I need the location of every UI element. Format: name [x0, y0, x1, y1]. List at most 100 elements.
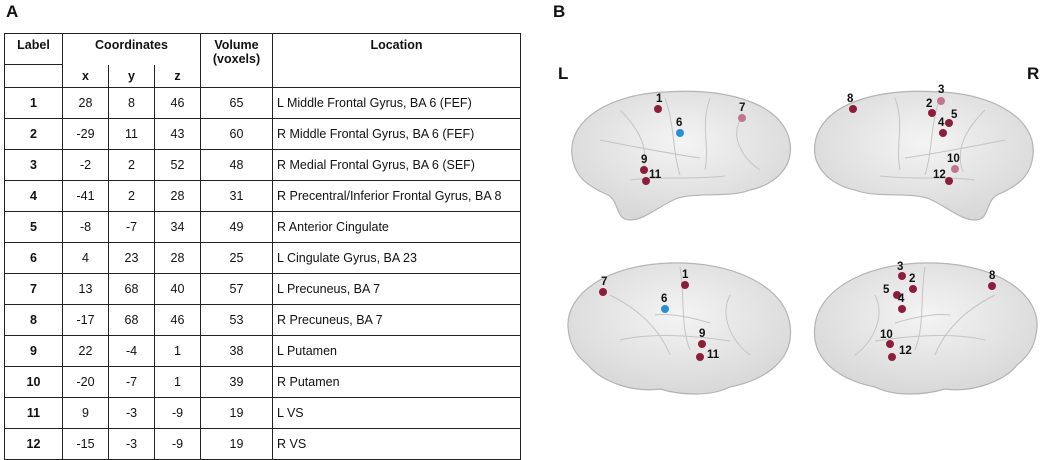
svg-text:5: 5: [951, 109, 958, 121]
cell-location: R Putamen: [272, 366, 521, 398]
brain-left-medial-view: 7 1 6 9 11: [567, 262, 792, 395]
svg-text:10: 10: [880, 329, 893, 341]
roi-marker-9: 9: [640, 154, 648, 174]
cell-z: 28: [154, 242, 201, 274]
cell-x: -15: [62, 428, 109, 460]
roi-marker-2: 2: [926, 98, 936, 117]
svg-text:9: 9: [699, 328, 705, 340]
cell-z: 28: [154, 180, 201, 212]
brain-surface: [814, 90, 1034, 221]
roi-marker-6: 6: [661, 293, 669, 313]
roi-marker-1: 1: [654, 93, 663, 113]
cell-x: -17: [62, 304, 109, 336]
cell-x: 13: [62, 273, 109, 305]
brain-left-lateral-view: 1 6 7 9 11: [571, 90, 791, 221]
roi-marker-5: 5: [945, 109, 958, 127]
cell-volume: 65: [200, 87, 273, 119]
cell-z: 1: [154, 335, 201, 367]
cell-volume: 25: [200, 242, 273, 274]
cell-location: R Anterior Cingulate: [272, 211, 521, 243]
svg-text:12: 12: [899, 345, 912, 357]
cell-label: 1: [4, 87, 63, 119]
brain-surface: [813, 262, 1038, 395]
roi-marker-10: 10: [947, 153, 960, 173]
cell-x: -29: [62, 118, 109, 150]
cell-y: 11: [108, 118, 155, 150]
cell-location: L Middle Frontal Gyrus, BA 6 (FEF): [272, 87, 521, 119]
brain-right-lateral-view: 8 3 2 5 4 10 12: [814, 84, 1034, 221]
roi-marker-4: 4: [938, 117, 947, 137]
header-volume-line1: Volume: [214, 38, 259, 52]
svg-text:7: 7: [601, 276, 607, 288]
roi-marker-9: 9: [698, 328, 706, 348]
svg-text:11: 11: [707, 349, 720, 361]
cell-z: 40: [154, 273, 201, 305]
svg-text:8: 8: [847, 93, 854, 105]
cell-y: 2: [108, 180, 155, 212]
header-location: Location: [272, 33, 521, 88]
cell-x: -41: [62, 180, 109, 212]
cell-volume: 38: [200, 335, 273, 367]
svg-text:3: 3: [938, 84, 944, 96]
svg-text:7: 7: [739, 102, 745, 114]
cell-x: -20: [62, 366, 109, 398]
cell-z: -9: [154, 397, 201, 429]
cell-z: 1: [154, 366, 201, 398]
cell-location: R Precuneus, BA 7: [272, 304, 521, 336]
cell-label: 2: [4, 118, 63, 150]
cell-volume: 60: [200, 118, 273, 150]
svg-text:2: 2: [926, 98, 932, 110]
roi-marker-8: 8: [847, 93, 857, 113]
cell-y: 2: [108, 149, 155, 181]
roi-marker-3: 3: [937, 84, 945, 105]
svg-text:1: 1: [656, 93, 663, 105]
hemisphere-left-label: L: [558, 64, 569, 83]
cell-location: L Putamen: [272, 335, 521, 367]
cell-label: 4: [4, 180, 63, 212]
svg-text:11: 11: [649, 169, 662, 181]
cell-label: 12: [4, 428, 63, 460]
cell-label: 10: [4, 366, 63, 398]
cell-y: -7: [108, 366, 155, 398]
cell-location: R Precentral/Inferior Frontal Gyrus, BA …: [272, 180, 521, 212]
cell-y: -4: [108, 335, 155, 367]
cell-y: 8: [108, 87, 155, 119]
cell-label: 11: [4, 397, 63, 429]
roi-marker-2: 2: [909, 273, 917, 293]
cell-y: 68: [108, 304, 155, 336]
cell-label: 8: [4, 304, 63, 336]
svg-text:3: 3: [897, 261, 903, 273]
roi-marker-11: 11: [642, 169, 662, 185]
cell-x: 4: [62, 242, 109, 274]
svg-text:9: 9: [641, 154, 647, 166]
cell-volume: 39: [200, 366, 273, 398]
roi-marker-6: 6: [676, 117, 684, 137]
cell-volume: 19: [200, 397, 273, 429]
roi-marker-5: 5: [883, 284, 901, 299]
header-volume-line2: (voxels): [212, 52, 261, 66]
roi-marker-7: 7: [738, 102, 746, 122]
cell-volume: 48: [200, 149, 273, 181]
svg-text:1: 1: [682, 269, 689, 281]
roi-marker-10: 10: [880, 329, 894, 348]
cell-location: R VS: [272, 428, 521, 460]
cell-x: 28: [62, 87, 109, 119]
header-y: y: [108, 64, 155, 88]
cell-z: 46: [154, 304, 201, 336]
hemisphere-right-label: R: [1027, 64, 1040, 83]
cell-y: 23: [108, 242, 155, 274]
header-coordinates: Coordinates: [62, 33, 201, 65]
svg-text:2: 2: [909, 273, 915, 285]
svg-text:6: 6: [676, 117, 682, 129]
cell-label: 9: [4, 335, 63, 367]
roi-marker-1: 1: [681, 269, 689, 289]
cell-z: 34: [154, 211, 201, 243]
svg-text:12: 12: [933, 169, 946, 181]
